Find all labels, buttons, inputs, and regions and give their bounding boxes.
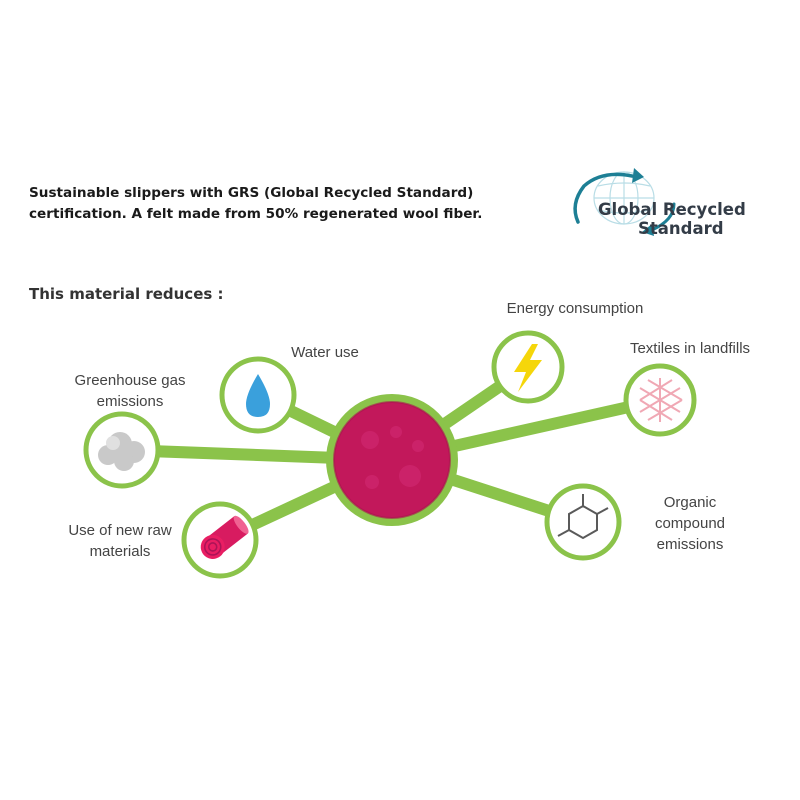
grs-logo-text: Global Recycled Standard (598, 200, 768, 238)
intro-line-1: Sustainable slippers with GRS (Global Re… (29, 185, 474, 201)
node-textiles (623, 363, 697, 437)
fabric-roll-icon (200, 515, 249, 559)
grs-logo-line-2: Standard (638, 219, 724, 238)
fabric-mesh-icon (639, 378, 683, 422)
label-water: Water use (291, 344, 359, 361)
node-raw (181, 501, 259, 579)
grs-logo (562, 164, 762, 244)
intro-line-2: certification. A felt made from 50% rege… (29, 206, 483, 222)
label-raw: Use of new raw materials (68, 522, 172, 560)
label-textiles: Textiles in landfills (629, 340, 751, 357)
molecule-icon (557, 494, 609, 540)
node-greenhouse (83, 411, 161, 489)
intro-text: Sustainable slippers with GRS (Global Re… (29, 183, 529, 225)
node-water (219, 356, 297, 434)
label-greenhouse: Greenhouse gas emissions (74, 372, 186, 410)
lightning-bolt-icon (514, 344, 542, 392)
label-organic: Organic compound emissions (654, 494, 726, 553)
node-energy (491, 330, 565, 404)
section-title: This material reduces : (29, 285, 224, 303)
label-energy: Energy consumption (506, 300, 644, 317)
cloud-icon (98, 432, 145, 471)
node-organic (544, 483, 622, 561)
felt-hub (326, 394, 458, 526)
grs-logo-line-1: Global Recycled (598, 200, 746, 219)
water-drop-icon (246, 374, 270, 417)
grs-globe-icon (573, 168, 676, 236)
